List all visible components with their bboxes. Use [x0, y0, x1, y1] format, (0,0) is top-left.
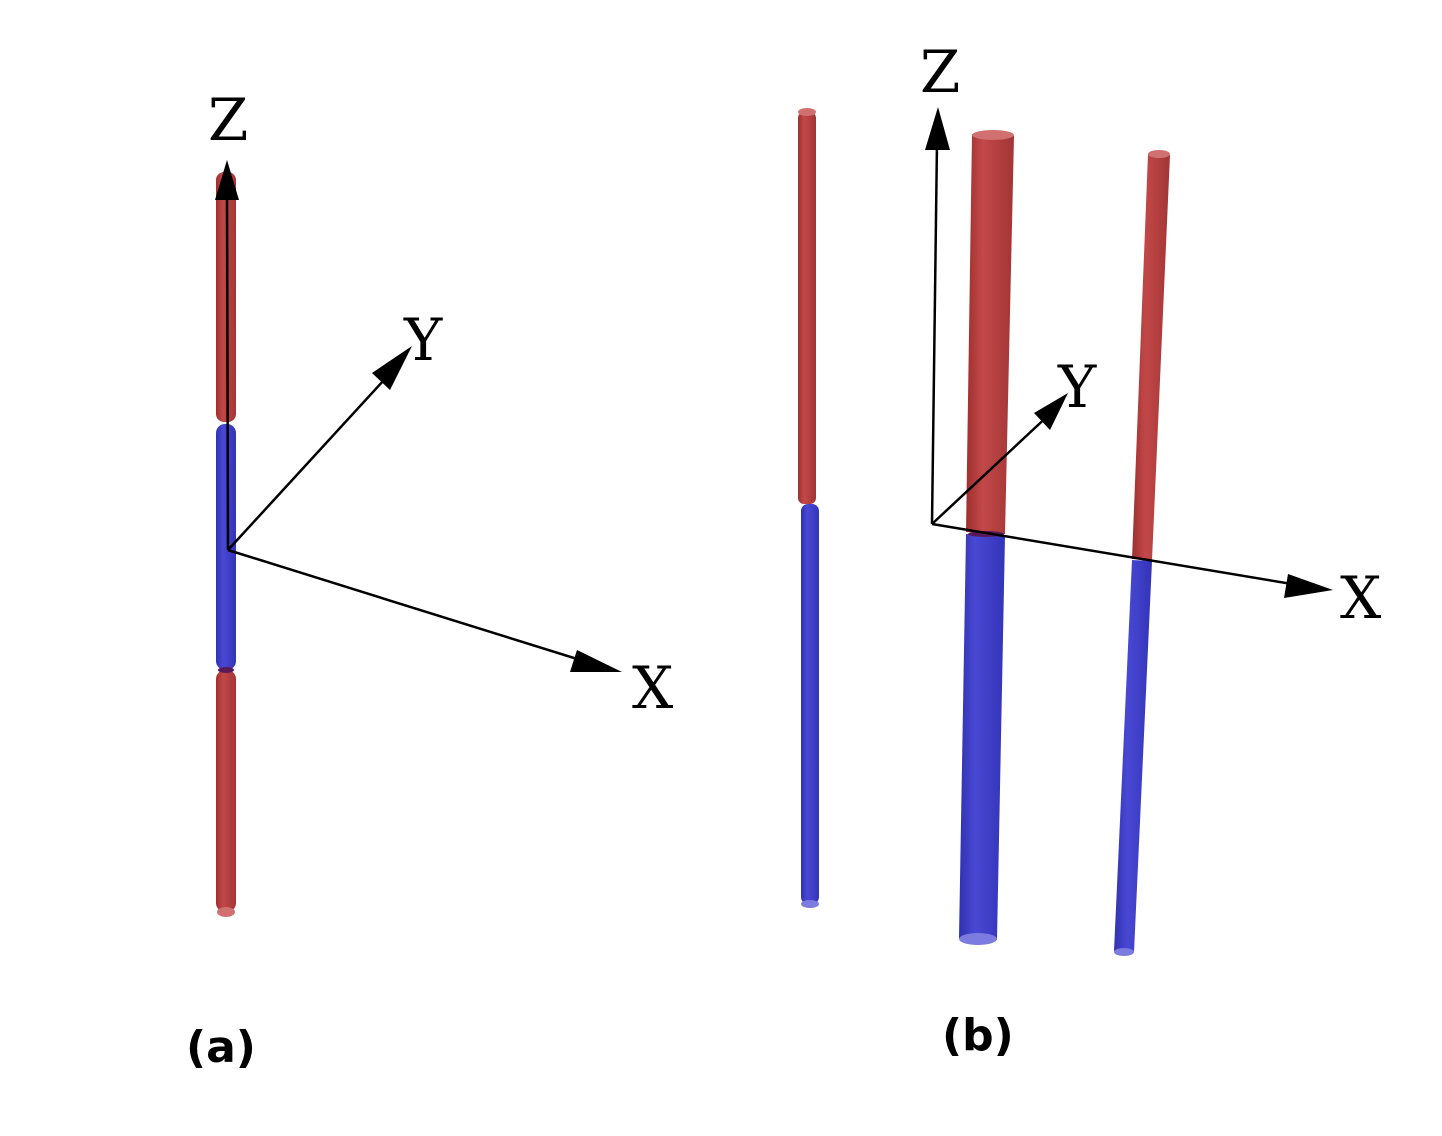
chain-b-left-segment-blue: [801, 504, 819, 904]
y-axis-label-b: Y: [1057, 353, 1097, 421]
chain-a-end-cap: [217, 907, 235, 917]
chain-b-left: [798, 108, 819, 908]
chain-b-thick-bottom-cap: [959, 933, 997, 945]
chain-b-thick: [959, 130, 1014, 945]
axes-a: Z Y X: [208, 86, 674, 722]
x-axis-b: [931, 522, 1299, 587]
chain-b-right-segment-red: [1132, 154, 1170, 560]
chain-a-segment-red-top: [216, 172, 236, 422]
chain-b-thick-top-cap: [972, 130, 1014, 140]
z-axis-label-a: Z: [208, 86, 248, 154]
y-axis-label-a: Y: [403, 306, 443, 374]
chain-a-junction: [218, 667, 234, 673]
chain-b-left-bottom-cap: [801, 900, 819, 908]
y-axis-b: [931, 411, 1053, 525]
chain-b-thick-segment-red: [966, 134, 1014, 534]
chain-a-segment-blue: [216, 424, 236, 670]
chain-a: [216, 172, 236, 917]
chain-b-right-segment-blue: [1114, 560, 1152, 952]
y-arrowhead-b: [1034, 393, 1068, 430]
z-arrowhead-a: [215, 160, 239, 200]
chain-a-segment-red-bottom: [216, 670, 236, 912]
x-axis-label-b: X: [1340, 564, 1382, 632]
chain-b-right-bottom-cap: [1114, 948, 1134, 956]
x-axis-label-a: X: [632, 654, 674, 722]
z-axis-a: [225, 194, 230, 551]
panel-b: Z Y X (b): [798, 38, 1382, 1061]
panel-label-a: (a): [186, 1022, 256, 1073]
chain-b-right-top-cap: [1148, 150, 1170, 158]
z-axis-label-b: Z: [920, 38, 960, 106]
chain-b-left-segment-red: [798, 112, 816, 504]
z-axis-b: [930, 141, 939, 525]
y-axis-a: [227, 367, 396, 551]
chain-b-left-top-cap: [798, 108, 816, 116]
panel-a: Z Y X (a): [186, 86, 674, 1073]
panel-label-b: (b): [942, 1010, 1014, 1061]
x-arrowhead-a: [570, 650, 622, 672]
chain-b-thick-segment-blue: [959, 534, 1005, 940]
chain-b-right: [1114, 150, 1170, 956]
x-axis-a: [227, 548, 591, 665]
z-arrowhead-b: [925, 107, 950, 150]
x-arrowhead-b: [1284, 574, 1333, 598]
axes-b: Z Y X: [920, 38, 1382, 632]
y-arrowhead-a: [372, 346, 412, 390]
